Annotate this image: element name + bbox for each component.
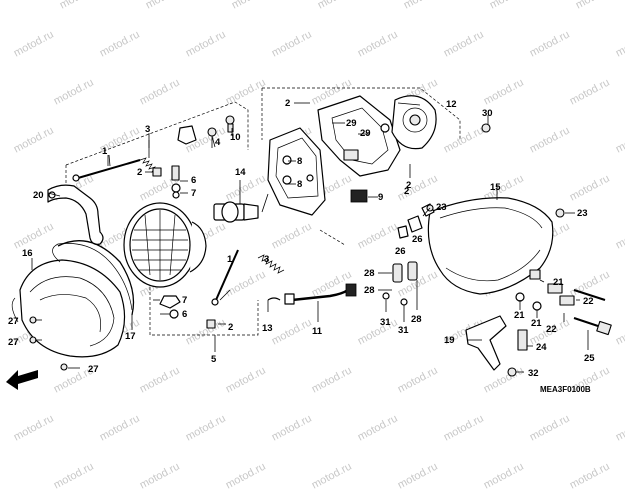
label-3b: 3 [264,254,269,265]
label-19: 19 [444,335,455,346]
label-23b: 23 [577,208,588,219]
headlight-unit [123,202,207,288]
label-16: 16 [22,248,33,259]
label-20: 20 [33,190,44,201]
rim-case-part [427,197,554,295]
diagram-code: MEA3F0100B [540,385,591,394]
label-1: 1 [102,146,108,157]
label-29b: 29 [360,128,371,139]
harness-part [267,283,357,305]
label-8b: 8 [297,179,302,190]
hardware-lower [159,295,216,329]
label-4: 4 [215,137,221,148]
label-27a: 27 [8,316,19,327]
label-14: 14 [235,167,246,178]
label-26a: 26 [395,246,406,257]
small-hardware-right [515,269,612,336]
label-22a: 22 [583,296,594,307]
label-3: 3 [145,124,150,135]
diagram-svg: 1 3 2 6 7 4 10 14 2 8 8 29 29 12 9 30 2 … [6,87,612,394]
label-7: 7 [191,188,196,199]
label-12: 12 [446,99,457,110]
front-arrow-label: FR. [22,365,35,375]
screw-30 [481,123,491,133]
label-31b: 31 [398,325,409,336]
visor-part [11,243,133,358]
label-32: 32 [528,368,539,379]
leader-lines [31,102,589,373]
label-28a: 28 [364,268,375,279]
label-26b: 26 [412,234,423,245]
label-25: 25 [584,353,595,364]
left-screws [29,316,68,371]
label-17: 17 [125,331,136,342]
wire-17 [57,240,135,316]
label-21c: 21 [531,318,542,329]
adjust-bolt-lower [211,249,285,306]
front-arrow: FR. [6,365,38,390]
hardware-upper [152,115,235,199]
callout-labels: 1 3 2 6 7 4 10 14 2 8 8 29 29 12 9 30 2 … [8,98,595,394]
label-11: 11 [312,326,323,337]
label-10: 10 [230,132,241,143]
label-21a: 21 [553,277,564,288]
label-28b: 28 [364,285,375,296]
label-28c: 28 [411,314,422,325]
socket-part [391,95,437,150]
stay-bracket-part [47,184,104,245]
headlight-case [267,127,326,216]
screw-23 [555,208,565,218]
label-30: 30 [482,108,493,119]
label-13: 13 [262,323,273,334]
label-21b: 21 [514,310,525,321]
label-2e: 2 [404,186,409,197]
mount-base [317,95,401,177]
label-8a: 8 [297,156,302,167]
label-24: 24 [536,342,547,353]
label-6b: 6 [182,309,187,320]
label-27b: 27 [8,337,19,348]
label-1b: 1 [227,254,233,265]
label-6: 6 [191,175,196,186]
label-29a: 29 [346,118,357,129]
label-7b: 7 [182,295,187,306]
label-31a: 31 [380,317,391,328]
connector-part [350,189,368,203]
label-27c: 27 [88,364,99,375]
label-2c: 2 [406,180,411,191]
label-2: 2 [137,167,142,178]
label-9: 9 [378,192,383,203]
lower-bracket [465,315,528,377]
label-23a: 23 [436,202,447,213]
adjust-bolt-upper [72,140,159,182]
label-15: 15 [490,182,501,193]
label-2d: 2 [228,322,233,333]
label-2b: 2 [285,98,290,109]
bulb-part [213,180,259,223]
label-5: 5 [211,354,217,365]
small-hardware-mid [382,203,435,306]
label-22b: 22 [546,324,557,335]
